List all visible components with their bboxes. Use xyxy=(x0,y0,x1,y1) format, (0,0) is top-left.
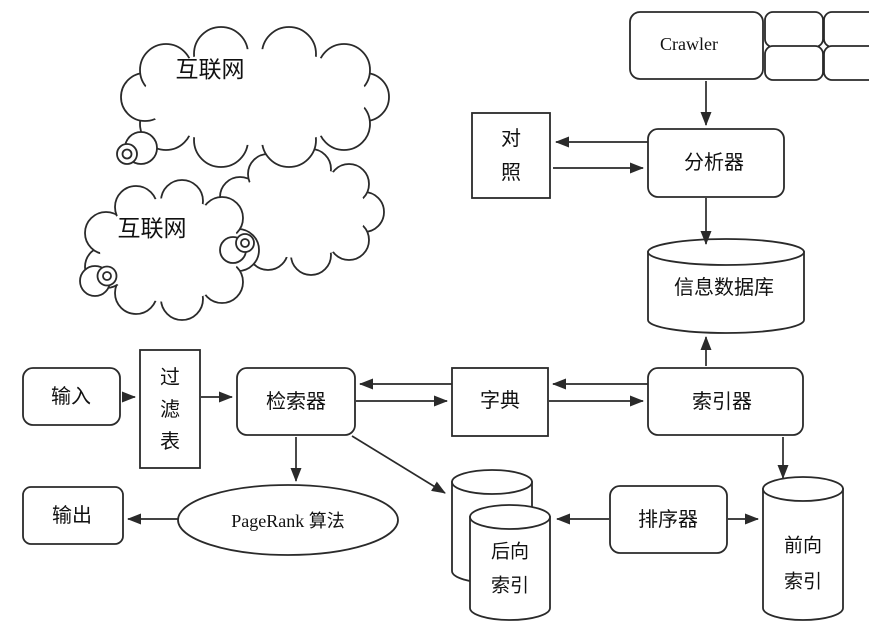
cylinder-top xyxy=(647,238,805,266)
pagerank-ellipse: PageRank 算法 xyxy=(177,484,399,556)
internet-label-top: 互联网 xyxy=(176,56,245,82)
internet-cloud-top: 互联网 xyxy=(120,26,390,168)
retriever-label: 检索器 xyxy=(266,390,326,413)
sorter-rect xyxy=(609,485,728,554)
info-database-label: 信息数据库 xyxy=(674,276,774,299)
forward-index-label-line1: 前向 xyxy=(784,535,822,557)
retriever-rect xyxy=(236,367,356,436)
output-label: 输出 xyxy=(52,504,92,527)
cloud-tail-ring-inner xyxy=(102,271,112,281)
dictionary-label: 字典 xyxy=(480,389,520,412)
sorter-box: 排序器 xyxy=(609,485,728,554)
crawler-box: Crawler xyxy=(629,11,764,80)
cloud-body xyxy=(234,166,366,258)
dictionary-box: 字典 xyxy=(451,367,549,437)
sorter-label: 排序器 xyxy=(638,508,698,531)
input-box: 输入 xyxy=(22,367,121,426)
filter-table-label-line2: 滤 xyxy=(160,398,180,421)
dictionary-rect xyxy=(451,367,549,437)
comparison-box: 对 照 xyxy=(471,112,551,199)
cloud-body xyxy=(100,198,240,302)
backward-index-label-line2: 索引 xyxy=(491,575,529,597)
indexer-box: 索引器 xyxy=(647,367,804,436)
cloud-tail-ring-inner xyxy=(121,148,133,160)
input-label: 输入 xyxy=(51,385,91,408)
filter-table-box: 过 滤 表 xyxy=(139,349,201,469)
filter-table-rect xyxy=(139,349,201,469)
cloud-tail-ring-inner xyxy=(240,238,250,248)
analyzer-label: 分析器 xyxy=(684,151,744,174)
pagerank-label: PageRank 算法 xyxy=(231,511,344,531)
internet-label-bottom: 互联网 xyxy=(118,215,187,241)
comparison-rect xyxy=(471,112,551,199)
comparison-label-line2: 照 xyxy=(501,162,521,184)
pagerank-shape xyxy=(177,484,399,556)
arrow-retriever-to-backward-index xyxy=(351,435,446,494)
crawler-instance-rect xyxy=(764,45,824,81)
cylinder-top-front xyxy=(469,504,551,530)
output-box: 输出 xyxy=(22,486,124,545)
crawler-instances-stack xyxy=(764,11,869,81)
cylinder-top xyxy=(762,476,844,502)
forward-index-cylinder: 前向 索引 xyxy=(762,476,844,621)
cylinder-body xyxy=(762,488,844,621)
cylinder-body xyxy=(647,251,805,334)
cloud-tail-bubbles xyxy=(79,131,255,297)
crawler-instance-rect xyxy=(823,45,869,81)
output-rect xyxy=(22,486,124,545)
arrows xyxy=(122,81,789,525)
crawler-instance-rect xyxy=(823,11,869,48)
comparison-label-line1: 对 xyxy=(501,127,521,150)
forward-index-label-line2: 索引 xyxy=(784,571,822,593)
indexer-rect xyxy=(647,367,804,436)
filter-table-label-line3: 表 xyxy=(160,430,180,453)
backward-index-label-line1: 后向 xyxy=(491,541,529,563)
retriever-box: 检索器 xyxy=(236,367,356,436)
crawler-label: Crawler xyxy=(660,34,718,54)
cylinder-top-back xyxy=(451,469,533,495)
info-database-cylinder: 信息数据库 xyxy=(647,238,805,334)
input-rect xyxy=(22,367,121,426)
cylinder-body-front xyxy=(469,516,551,621)
backward-index-cylinders: 后向 索引 xyxy=(451,469,551,621)
filter-table-label-line1: 过 xyxy=(160,366,180,389)
analyzer-box: 分析器 xyxy=(647,128,785,198)
crawler-rect xyxy=(629,11,764,80)
cloud-body xyxy=(143,49,367,145)
crawler-instance-rect xyxy=(764,11,824,48)
indexer-label: 索引器 xyxy=(692,390,752,413)
analyzer-rect xyxy=(647,128,785,198)
